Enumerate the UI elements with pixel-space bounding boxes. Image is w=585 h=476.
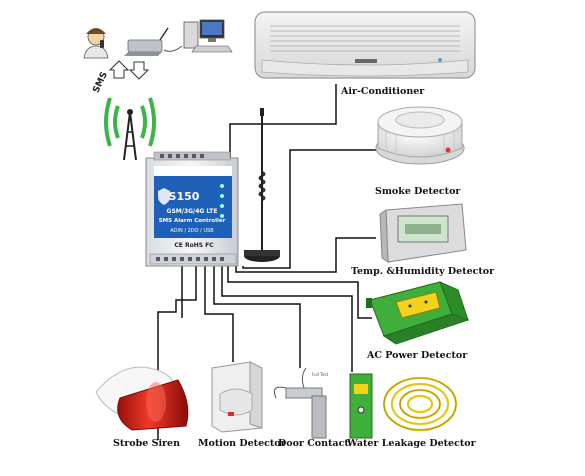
ac-power-device (366, 281, 470, 345)
water-leakage-label: Water Leakage Detector (347, 438, 476, 449)
controller-model: S150 (169, 190, 200, 203)
smoke-detector-device (375, 106, 465, 165)
strobe-siren-device (95, 366, 189, 431)
air-conditioner-label: Air-Conditioner (341, 86, 425, 97)
wire-motion-detector (204, 266, 234, 362)
s150-controller: S150 GSM/3G/4G LTE SMS Alarm Controller … (145, 108, 280, 267)
controller-certs: CE RoHS FC (174, 242, 214, 249)
wire-ac-power (227, 266, 372, 319)
smoke-detector-label: Smoke Detector (375, 186, 461, 197)
wire-temp-humidity (235, 237, 376, 273)
air-conditioner-unit (254, 11, 476, 79)
wire-smoke-detector (242, 149, 384, 269)
motion-detector-device (211, 361, 263, 433)
water-leak-device (349, 373, 458, 439)
temp-humidity-device (379, 203, 467, 263)
wire-door-contact (213, 266, 301, 368)
ac-power-label: AC Power Detector (367, 350, 468, 361)
wire-air-conditioner (229, 84, 337, 158)
cell-tower-icon (104, 97, 156, 161)
computer-icon (183, 19, 233, 53)
wiring (157, 84, 384, 440)
strobe-siren-label: Strobe Siren (113, 438, 181, 449)
wire-strobe-siren (157, 266, 197, 440)
user-icon (83, 28, 109, 59)
temp-humidity-label: Temp. &Humidity Detector (351, 266, 495, 277)
controller-line3: ADIN / 2DO / USB (170, 228, 214, 234)
sms-exchange-arrows (108, 60, 150, 80)
wire-water-leak (221, 266, 353, 372)
controller-line2: SMS Alarm Controller (159, 218, 226, 224)
remote-network-cluster: SMS (83, 19, 233, 161)
sms-label: SMS (92, 70, 110, 94)
controller-line1: GSM/3G/4G LTE (167, 208, 218, 215)
svg-text:Full Text: Full Text (312, 372, 329, 377)
door-contact-device: Full Text (273, 367, 329, 439)
motion-detector-label: Motion Detector (198, 438, 286, 449)
gsm-modem-icon (124, 27, 169, 56)
antenna (244, 108, 280, 262)
door-contact-label: Door Contact (278, 438, 349, 449)
